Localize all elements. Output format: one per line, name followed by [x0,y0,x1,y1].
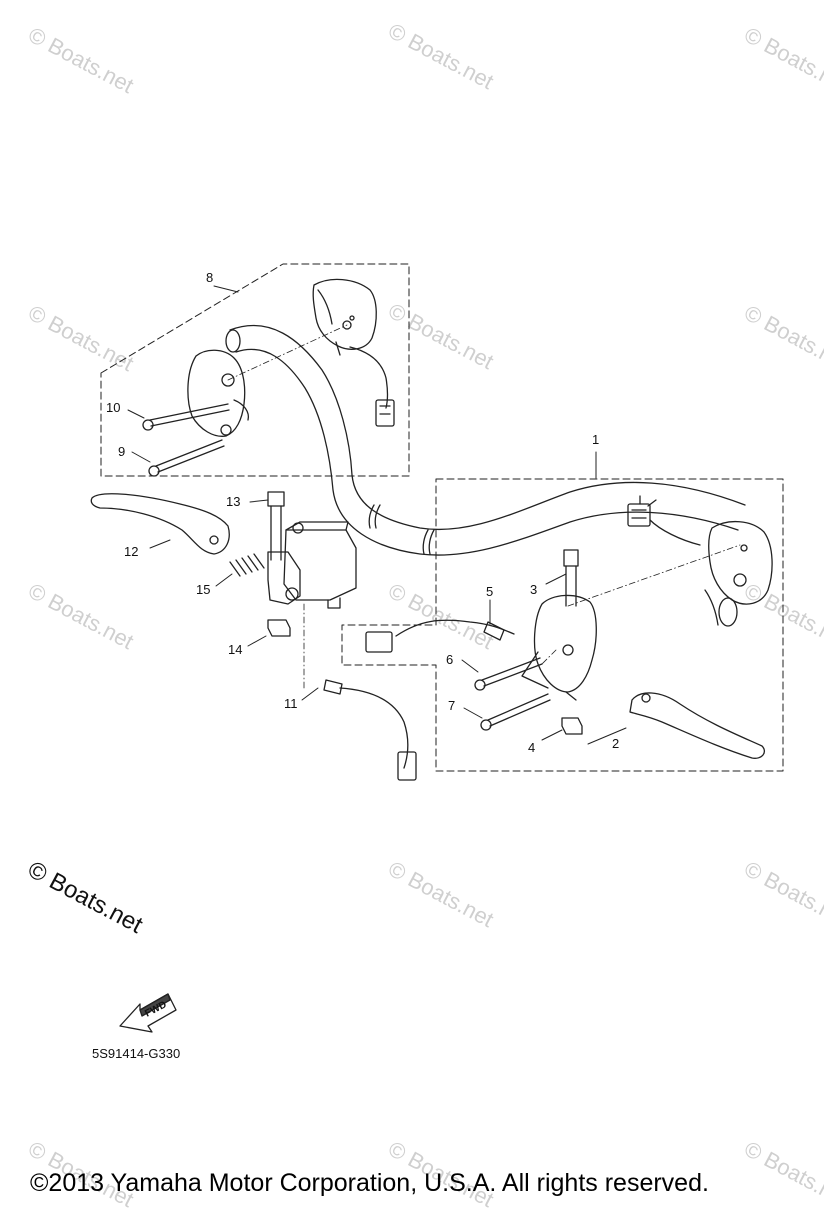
diagram-code: 5S91414-G330 [92,1046,181,1061]
fastener-nut-4 [561,717,583,735]
fastener-screw-6 [474,657,543,691]
group-1-outline [341,478,784,772]
callout-11: 11 [284,696,298,711]
callout-8: 8 [206,270,213,285]
lever-left [90,493,230,555]
right-lever-holder [521,594,597,701]
alignment-lines [227,324,741,691]
master-cylinder [267,521,357,609]
fastener-bolt-13 [267,491,285,561]
fwd-arrow-icon: FWD [119,993,177,1033]
lever-right [629,692,766,759]
callout-4: 4 [528,740,535,755]
callout-12: 12 [124,544,138,559]
switch-cable-11 [323,679,417,781]
callout-10: 10 [106,400,120,415]
callout-2: 2 [612,736,619,751]
callout-5: 5 [486,584,493,599]
right-switch-housing [627,495,773,605]
callout-7: 7 [448,698,455,713]
callout-13: 13 [226,494,240,509]
switch-cable-5 [365,619,515,653]
callout-14: 14 [228,642,242,657]
handlebar [225,324,746,627]
callout-9: 9 [118,444,125,459]
callout-6: 6 [446,652,453,667]
callout-15: 15 [196,582,210,597]
fastener-nut-14 [267,619,291,637]
callout-1: 1 [592,432,599,447]
fastener-screw-7 [480,693,551,731]
group-8-outline [100,263,410,477]
fastener-screw-9 [148,439,225,477]
fastener-spring-15 [229,553,265,577]
fastener-screw-10 [142,403,230,431]
copyright-notice: ©2013 Yamaha Motor Corporation, U.S.A. A… [30,1169,709,1197]
callout-leaders [127,285,627,745]
fastener-bolt-3 [563,549,579,607]
callout-labels: 1 2 3 4 5 6 7 8 9 10 11 12 13 14 15 [106,270,619,755]
callout-3: 3 [530,582,537,597]
